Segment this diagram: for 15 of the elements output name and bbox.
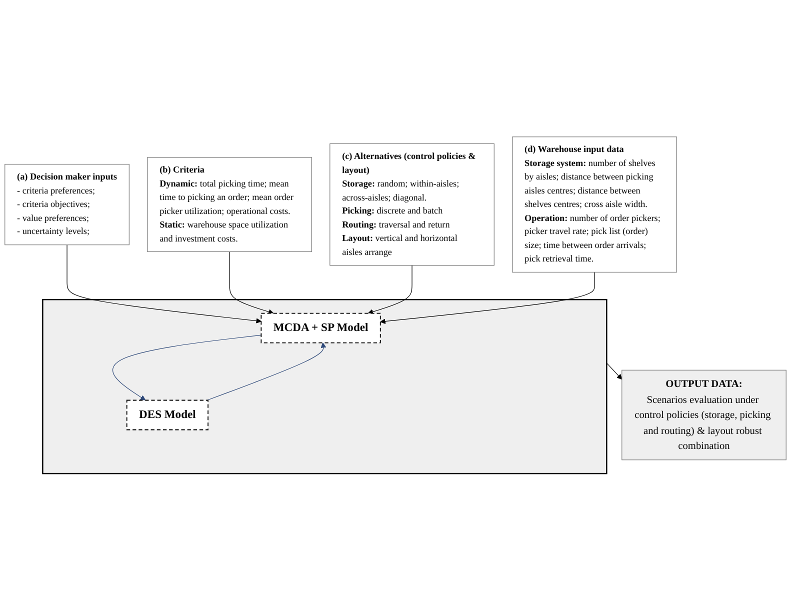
arrow (606, 363, 622, 380)
arrow (112, 335, 262, 401)
cluster (42, 299, 608, 474)
node-box: (c) Alternatives (control policies & layout) Storage: random; within-aisles; across-aisles; diagonal. Picking: discrete and batch Routing: traversal and return Layout: vertical and horizontal aisles arrange (330, 144, 494, 266)
arrow (229, 252, 274, 315)
arrow (380, 272, 595, 324)
node-box: DES Model (126, 400, 208, 430)
node-box: MCDA + SP Model (260, 313, 381, 344)
node-box: OUTPUT DATA: Scenarios evaluation under control policies (storage, picking and routing) & layout robust combination (622, 370, 786, 460)
arrow (368, 265, 412, 315)
node-box: (d) Warehouse input data Storage system: number of shelves by aisles; distance between picking aisles centres; distance between shelves centres; cross aisle width. Operation: number of order pickers; picker travel rate; pick list (order) size; time between order arrivals; pick retrieval time. (512, 136, 677, 273)
node-box: (a) Decision maker inputs - criteria preferences; - criteria objectives; - value preferences; - uncertainty levels; (4, 164, 130, 246)
node-box: (b) Criteria Dynamic: total picking time; mean time to picking an order; mean order picker utilization; operational costs. Static: warehouse space utilization and investment costs. (147, 157, 312, 252)
arrow (206, 342, 326, 401)
arrow (66, 244, 262, 324)
